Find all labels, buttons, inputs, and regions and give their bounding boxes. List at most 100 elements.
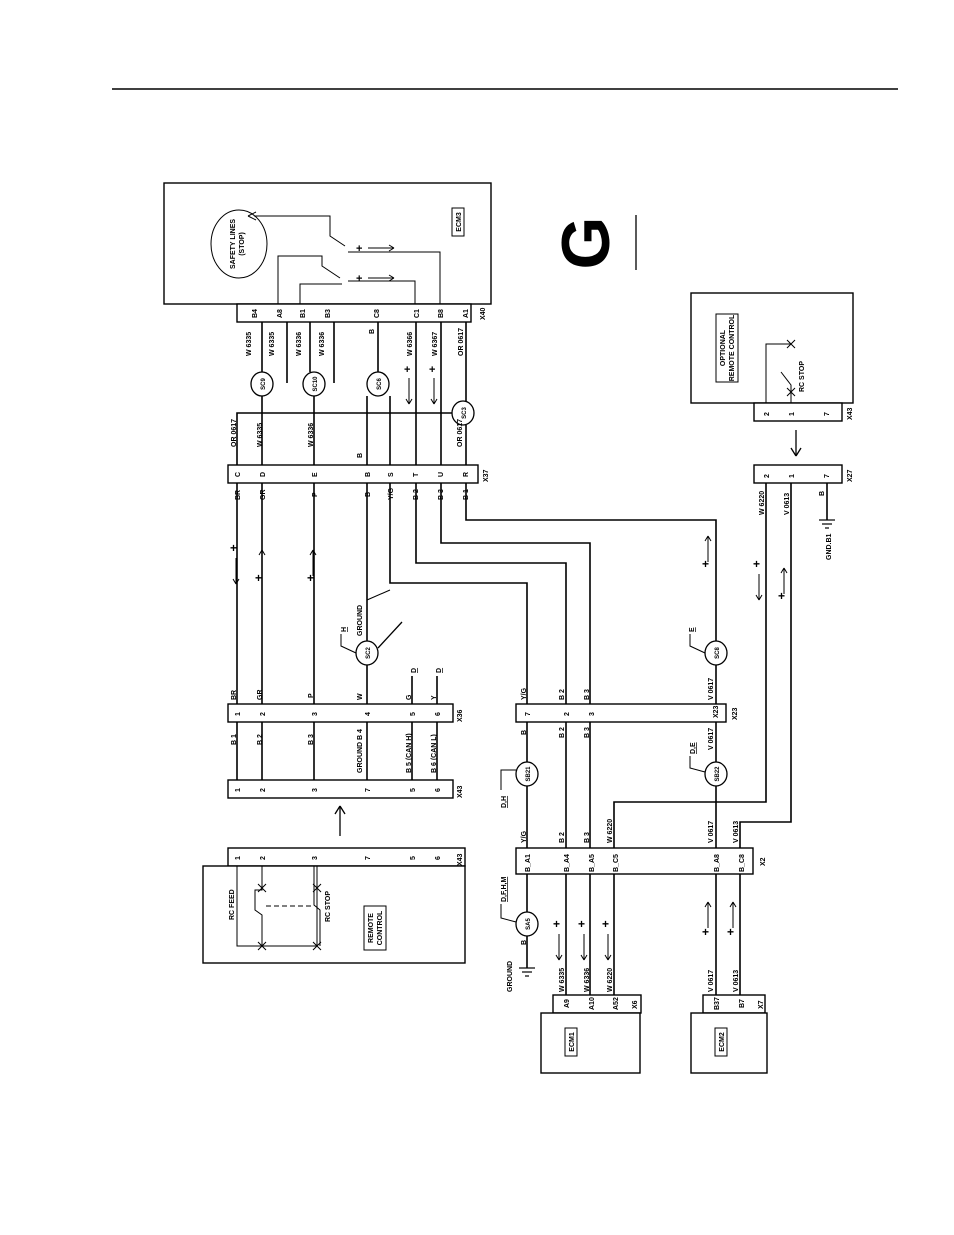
wires-x40-x37 <box>236 322 467 465</box>
x40-wire-labels: W 6335 W 6335 W 6336 W 6336 B W 6366 W 6… <box>246 328 465 356</box>
ground-symbol-sa5 <box>519 967 535 977</box>
svg-text:B4: B4 <box>252 309 259 318</box>
svg-text:P: P <box>308 693 315 698</box>
x43-id: X43 <box>457 785 464 798</box>
x7-pin-labels: B37 B7 <box>714 997 746 1010</box>
svg-text:T: T <box>413 472 420 477</box>
x2-id: X2 <box>760 857 767 866</box>
svg-text:OR 0617: OR 0617 <box>231 419 238 447</box>
optional-rc-stop-label: RC STOP <box>799 361 806 392</box>
svg-text:+: + <box>255 571 262 585</box>
svg-text:C1: C1 <box>414 309 421 318</box>
svg-text:A52: A52 <box>613 997 620 1010</box>
sc2-option: H <box>340 627 357 654</box>
splice-sb22: SB22 <box>704 761 728 787</box>
x23-pin-labels: 7 2 3 X23 <box>525 705 720 718</box>
x2-bottom-wire-labels: B W 6335 W 6336 W 6220 V 0617 V 0613 <box>521 940 740 992</box>
svg-text:B: B <box>357 453 364 458</box>
rc-feed-label: RC FEED <box>229 889 236 920</box>
remote-control-module <box>202 865 466 964</box>
x23-id: X23 <box>732 707 739 720</box>
x36-options: D D <box>411 668 443 673</box>
svg-text:G: G <box>406 694 413 700</box>
svg-text:+: + <box>778 589 785 603</box>
x23-connector <box>515 703 727 723</box>
svg-text:+: + <box>553 917 560 931</box>
x43-opt-id: X43 <box>847 407 854 420</box>
svg-text:1: 1 <box>235 856 242 860</box>
svg-text:C: C <box>235 472 242 477</box>
x40-connector <box>236 303 472 323</box>
svg-text:1: 1 <box>789 412 796 416</box>
svg-text:+: + <box>429 364 435 376</box>
svg-text:+: + <box>404 364 410 376</box>
svg-text:Y/G: Y/G <box>521 830 528 843</box>
svg-text:W 6336: W 6336 <box>584 968 591 992</box>
svg-text:5: 5 <box>410 856 417 860</box>
svg-text:B 3: B 3 <box>308 734 315 745</box>
svg-text:B7: B7 <box>739 999 746 1008</box>
svg-text:1: 1 <box>789 474 796 478</box>
svg-text:+: + <box>578 917 585 931</box>
x27-ground <box>819 483 835 529</box>
splice-sc3: SC3 <box>451 400 475 426</box>
x43-opt-pin-labels: 2 1 7 <box>764 412 831 416</box>
sa5-option: D,F,H,M <box>500 877 517 923</box>
svg-text:B8: B8 <box>438 309 445 318</box>
x43-rc-pin-labels: 1 2 3 7 5 6 <box>235 856 442 860</box>
svg-text:SC10: SC10 <box>313 376 319 392</box>
splice-sa5: SA5 <box>515 911 539 937</box>
svg-text:REMOTE CONTROL: REMOTE CONTROL <box>729 314 736 381</box>
svg-text:B 2: B 2 <box>257 734 264 745</box>
svg-text:A8: A8 <box>277 309 284 318</box>
svg-text:Y: Y <box>431 695 438 700</box>
svg-text:SA5: SA5 <box>526 918 532 930</box>
x2-connector <box>515 847 754 875</box>
x37-bottom-wire-labels: BR GR P B Y/G B 2 B 3 B 1 <box>235 487 470 500</box>
svg-text:2: 2 <box>260 856 267 860</box>
splice-sb21: SB21 <box>515 761 539 787</box>
svg-text:B_A4: B_A4 <box>564 854 571 872</box>
svg-text:GROUND B 4: GROUND B 4 <box>357 729 364 773</box>
safety-lines-line1: SAFETY LINES <box>230 219 237 269</box>
sa5-ground-label: GROUND <box>507 961 514 992</box>
x37-id: X37 <box>483 469 490 482</box>
svg-text:ECM2: ECM2 <box>719 1032 726 1052</box>
wires-x37-x36 <box>236 483 717 704</box>
svg-text:7: 7 <box>365 856 372 860</box>
svg-text:B: B <box>521 730 528 735</box>
svg-text:B 2: B 2 <box>559 689 566 700</box>
sc8-option: E <box>689 627 706 654</box>
svg-text:5: 5 <box>410 712 417 716</box>
svg-text:W 6335: W 6335 <box>559 968 566 992</box>
x43-mating-arrow <box>334 805 346 836</box>
svg-text:SC3: SC3 <box>462 407 468 419</box>
svg-text:B_C5: B_C5 <box>613 854 620 872</box>
svg-text:D,F,H,M: D,F,H,M <box>501 877 508 902</box>
svg-text:B_A1: B_A1 <box>525 854 532 872</box>
svg-text:GR: GR <box>257 690 264 701</box>
x43-pin-labels: 1 2 3 7 5 6 <box>235 788 442 792</box>
svg-text:B_C8: B_C8 <box>739 854 746 872</box>
sb22-option: D,E <box>689 742 706 773</box>
svg-text:2: 2 <box>764 474 771 478</box>
svg-text:B 6 (CAN L): B 6 (CAN L) <box>431 734 438 773</box>
svg-text:OPTIONAL: OPTIONAL <box>720 329 727 366</box>
svg-text:BR: BR <box>235 490 242 500</box>
x43-rc-id: X43 <box>457 853 464 866</box>
ecm1-module <box>540 1012 641 1074</box>
x40-id: X40 <box>480 307 487 320</box>
optional-remote-label: OPTIONAL REMOTE CONTROL <box>715 313 739 383</box>
svg-text:6: 6 <box>435 788 442 792</box>
svg-text:E: E <box>312 472 319 477</box>
svg-text:V 0613: V 0613 <box>784 493 791 515</box>
svg-text:H: H <box>341 627 348 632</box>
svg-text:W 6367: W 6367 <box>432 332 439 356</box>
x23-bottom-wire-labels: B B 2 B 3 V 0617 <box>521 727 715 750</box>
splice-sc8: SC8 <box>704 640 728 666</box>
svg-text:B_A5: B_A5 <box>589 854 596 872</box>
svg-text:+: + <box>356 273 362 285</box>
x37-top-wire-labels: OR 0617 W 6335 W 6336 B OR 0617 <box>231 419 464 458</box>
svg-text:S: S <box>388 472 395 477</box>
